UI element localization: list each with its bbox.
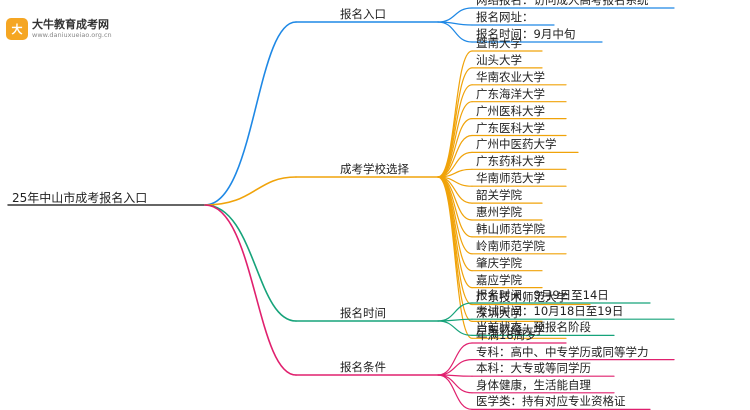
branch-conditions: 报名条件 (340, 360, 386, 374)
brand-name: 大牛教育成考网 (32, 18, 109, 31)
leaf-conditions-2: 本科：大专或等同学历 (476, 361, 591, 376)
leaf-schools-6: 广州中医药大学 (476, 137, 557, 152)
brand-badge-icon: 大 (6, 18, 28, 40)
leaf-time-2: 当前状态：预报名阶段 (476, 320, 591, 335)
link-schools-17 (437, 176, 473, 339)
link-root-entry (204, 21, 297, 206)
leaf-time-0: 报名时间：9月9日至14日 (476, 288, 609, 302)
link-entry-2 (437, 21, 473, 43)
leaf-schools-5: 广东医科大学 (476, 120, 545, 135)
leaf-schools-2: 华南农业大学 (476, 69, 545, 84)
root-node: 25年中山市成考报名入口 (12, 191, 148, 205)
link-schools-0 (437, 50, 473, 178)
link-schools-2 (437, 84, 473, 178)
link-conditions-1 (437, 359, 473, 376)
brand-url: www.daniuxueiao.org.cn (32, 31, 112, 39)
link-time-0 (437, 302, 473, 322)
branch-time: 报名时间 (340, 306, 386, 320)
leaf-schools-14: 嘉应学院 (476, 272, 522, 287)
leaf-schools-12: 岭南师范学院 (476, 238, 545, 253)
leaf-entry-0: 网络报名：访问成人高考报名系统 (476, 0, 649, 7)
branch-entry: 报名入口 (340, 7, 386, 21)
leaf-schools-15: 广东技术师范大学 (476, 289, 568, 304)
link-schools-4 (437, 118, 473, 178)
leaf-schools-16: 深圳大学 (476, 306, 522, 321)
link-schools-15 (437, 176, 473, 306)
brand-logo: 大 大牛教育成考网 www.daniuxueiao.org.cn (6, 18, 112, 40)
leaf-entry-2: 报名时间：9月中旬 (476, 27, 576, 41)
link-root-conditions (204, 204, 297, 376)
leaf-schools-3: 广东海洋大学 (476, 86, 545, 101)
leaf-schools-8: 华南师范大学 (476, 171, 545, 186)
leaf-conditions-1: 专科：高中、中专学历或同等学力 (476, 344, 649, 359)
leaf-schools-11: 韩山师范学院 (476, 221, 545, 236)
link-conditions-4 (437, 374, 473, 410)
leaf-schools-13: 肇庆学院 (476, 255, 522, 270)
link-root-schools (204, 176, 297, 206)
leaf-schools-17: 广东财经大学 (476, 323, 545, 338)
leaf-schools-1: 汕头大学 (476, 52, 522, 67)
leaf-schools-9: 韶关学院 (476, 188, 522, 203)
link-conditions-3 (437, 374, 473, 394)
leaf-schools-0: 暨南大学 (476, 36, 522, 50)
link-entry-0 (437, 7, 473, 23)
leaf-conditions-0: 年满18周岁 (476, 328, 537, 342)
leaf-entry-1: 报名网址： (476, 10, 534, 24)
brand-text: 大牛教育成考网 www.daniuxueiao.org.cn (32, 18, 112, 40)
leaf-schools-10: 惠州学院 (476, 205, 522, 219)
link-conditions-0 (437, 342, 473, 376)
link-schools-1 (437, 67, 473, 178)
link-time-2 (437, 320, 473, 336)
leaf-schools-7: 广东药科大学 (476, 154, 545, 169)
leaf-conditions-3: 身体健康，生活能自理 (476, 377, 591, 392)
branch-schools: 成考学校选择 (340, 162, 409, 176)
leaf-time-1: 考试时间：10月18日至19日 (476, 304, 624, 319)
link-schools-14 (437, 176, 473, 289)
leaf-conditions-4: 医学类：持有对应专业资格证 (476, 394, 626, 409)
leaf-schools-4: 广州医科大学 (476, 103, 545, 118)
link-root-time (204, 204, 297, 322)
